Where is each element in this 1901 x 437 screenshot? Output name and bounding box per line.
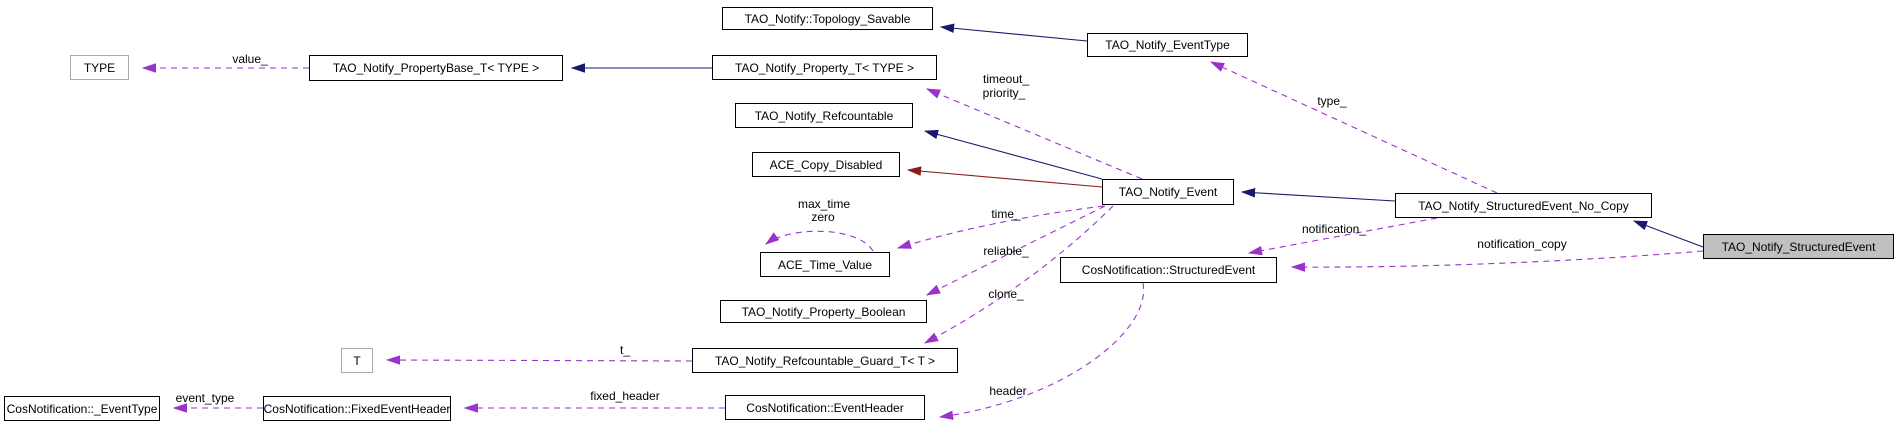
node-cosnotification-eventtype[interactable]: CosNotification::_EventType	[4, 396, 160, 421]
edge-label-time: time_	[991, 207, 1021, 221]
node-tao-notify-propertybase-t[interactable]: TAO_Notify_PropertyBase_T< TYPE >	[309, 55, 563, 81]
node-tao-notify-refcountable-guard-t[interactable]: TAO_Notify_Refcountable_Guard_T< T >	[692, 348, 958, 373]
node-tao-notify-event[interactable]: TAO_Notify_Event	[1102, 179, 1234, 205]
edge-inherit-structuredevent-nocopy	[1632, 220, 1704, 248]
node-tao-notify-refcountable[interactable]: TAO_Notify_Refcountable	[735, 103, 913, 128]
edge-usage-notification	[1247, 217, 1438, 256]
edge-inherit-nocopy-event	[1240, 188, 1396, 202]
edge-label-type: type_	[1317, 94, 1347, 108]
edge-label-reliable: reliable_	[983, 244, 1029, 258]
node-cosnotification-fixedeventheader[interactable]: CosNotification::FixedEventHeader	[263, 396, 451, 421]
edge-private-inherit-event-copydisabled	[906, 166, 1103, 188]
node-type-template-param: TYPE	[70, 55, 129, 80]
edge-label-priority: priority_	[982, 86, 1026, 100]
edge-usage-timeout-priority	[925, 88, 1143, 180]
edge-label-clone: clone_	[988, 287, 1024, 301]
edge-label-fixed-header: fixed_header	[590, 389, 660, 403]
edge-usage-header	[938, 282, 1145, 420]
edge-label-timeout: timeout_	[982, 72, 1030, 86]
node-ace-copy-disabled[interactable]: ACE_Copy_Disabled	[752, 152, 900, 177]
node-tao-notify-structuredevent-no-copy[interactable]: TAO_Notify_StructuredEvent_No_Copy	[1395, 193, 1652, 218]
node-cosnotification-structuredevent[interactable]: CosNotification::StructuredEvent	[1060, 257, 1277, 283]
node-t-template-param: T	[341, 348, 373, 373]
edge-inherit-event-refcountable	[923, 129, 1103, 180]
edge-usage-t	[385, 355, 693, 365]
edge-label-event-type: event_type	[175, 391, 235, 405]
edge-usage-type	[1209, 61, 1498, 194]
node-cosnotification-eventheader[interactable]: CosNotification::EventHeader	[725, 395, 925, 420]
edge-usage-time	[896, 205, 1105, 249]
edge-label-notification-copy: notification_copy	[1477, 237, 1567, 251]
node-ace-time-value[interactable]: ACE_Time_Value	[760, 252, 890, 277]
edge-label-header: header	[989, 384, 1027, 398]
node-tao-notify-property-boolean[interactable]: TAO_Notify_Property_Boolean	[720, 300, 927, 323]
edge-label-value: value_	[232, 52, 268, 66]
edge-label-zero: zero	[811, 210, 835, 224]
edge-label-t: t_	[619, 343, 631, 357]
edge-usage-clone	[923, 205, 1114, 344]
node-tao-notify-structuredevent: TAO_Notify_StructuredEvent	[1703, 234, 1894, 259]
node-tao-notify-topology-savable[interactable]: TAO_Notify::Topology_Savable	[722, 7, 933, 30]
edge-usage-notification-copy	[1290, 250, 1704, 272]
edge-label-max-time: max_time	[797, 197, 851, 211]
node-tao-notify-property-t[interactable]: TAO_Notify_Property_T< TYPE >	[712, 55, 937, 80]
edge-usage-reliable	[925, 205, 1106, 296]
edge-inherit-eventtype-topology	[939, 23, 1088, 42]
edge-label-notification: notification_	[1301, 222, 1367, 236]
node-tao-notify-eventtype[interactable]: TAO_Notify_EventType	[1087, 33, 1248, 57]
edge-usage-timevalue-selfloop	[765, 230, 874, 252]
